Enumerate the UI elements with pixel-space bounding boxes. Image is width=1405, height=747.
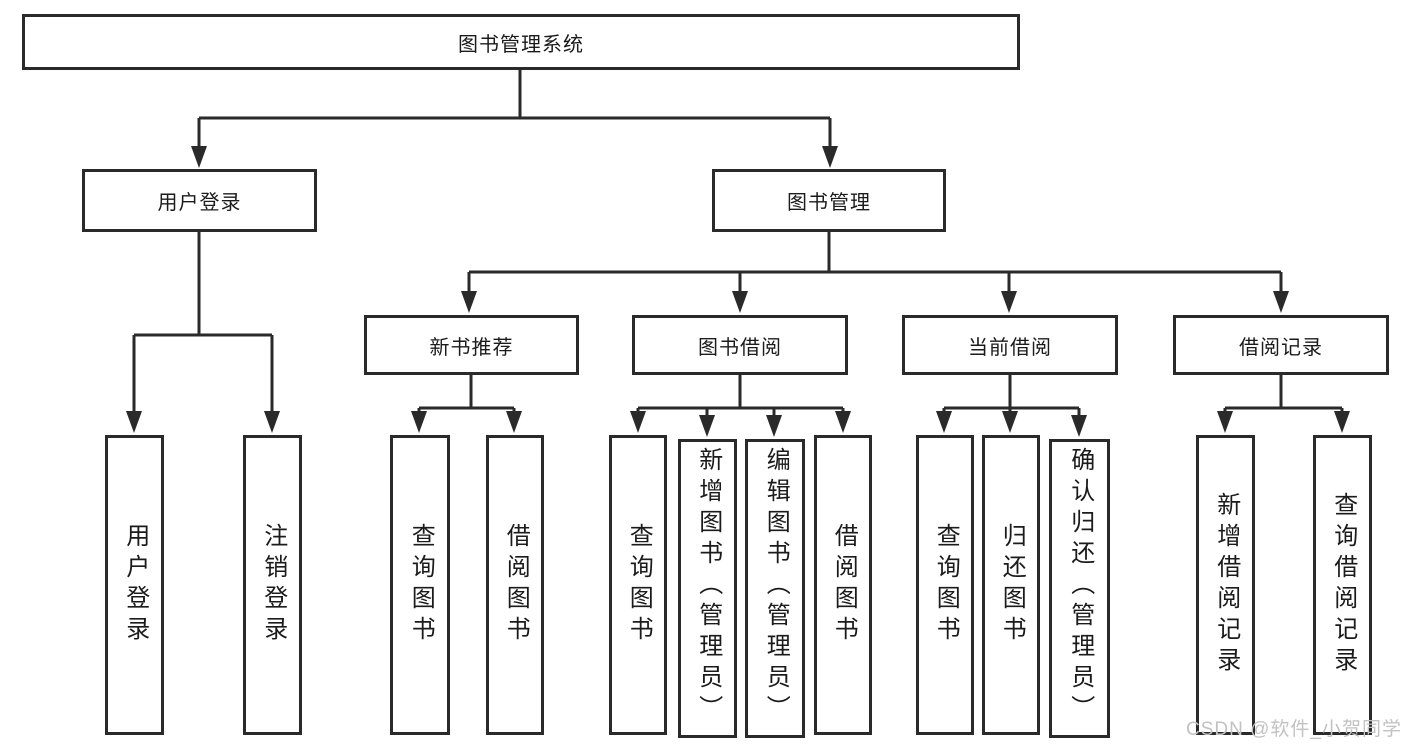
csdn-watermark: CSDN @软件_小贺同学 (1186, 719, 1402, 740)
node-root: 图书管理系统 (22, 14, 1020, 70)
leaf-label: 查询图书 (625, 523, 653, 647)
leaf-add-books-admin: 新增图书（管理员） (678, 439, 737, 738)
leaf-add-borrow-record: 新增借阅记录 (1196, 435, 1255, 735)
node-book-borrow: 图书借阅 (632, 315, 848, 375)
leaf-user-login: 用户登录 (105, 435, 164, 735)
leaf-label: 新增借阅记录 (1212, 492, 1240, 678)
node-label: 用户登录 (157, 192, 242, 214)
node-current-borrow: 当前借阅 (902, 315, 1118, 375)
node-borrow-records: 借阅记录 (1173, 315, 1389, 375)
node-label: 图书管理 (787, 192, 871, 214)
node-root-label: 图书管理系统 (458, 33, 584, 56)
leaf-query-books-3: 查询图书 (916, 435, 974, 735)
leaf-label: 查询图书 (932, 523, 960, 647)
leaf-label: 归还图书 (998, 523, 1026, 647)
leaf-query-books-1: 查询图书 (390, 435, 450, 735)
node-label: 图书借阅 (698, 336, 782, 359)
node-book-management-branch: 图书管理 (712, 169, 946, 232)
leaf-label: 注销登录 (259, 523, 287, 647)
leaf-label: 借阅图书 (502, 523, 530, 647)
leaf-label: 新增图书（管理员） (694, 447, 722, 726)
leaf-label: 查询图书 (407, 523, 435, 647)
leaf-logout: 注销登录 (243, 435, 302, 735)
leaf-label: 确认归还（管理员） (1066, 447, 1094, 726)
leaf-query-borrow-record: 查询借阅记录 (1313, 435, 1372, 735)
leaf-label: 查询借阅记录 (1329, 492, 1357, 678)
leaf-label: 编辑图书（管理员） (762, 447, 790, 726)
node-new-book-recommend: 新书推荐 (364, 315, 579, 375)
node-label: 新书推荐 (429, 336, 514, 359)
leaf-label: 用户登录 (121, 523, 149, 647)
leaf-return-books: 归还图书 (982, 435, 1040, 735)
node-user-login-branch: 用户登录 (82, 169, 317, 232)
leaf-confirm-return-admin: 确认归还（管理员） (1049, 439, 1110, 738)
leaf-borrow-books-1: 借阅图书 (486, 435, 544, 735)
leaf-query-books-2: 查询图书 (609, 435, 667, 735)
node-label: 借阅记录 (1239, 336, 1323, 359)
leaf-edit-books-admin: 编辑图书（管理员） (745, 439, 805, 738)
leaf-borrow-books-2: 借阅图书 (814, 435, 872, 735)
leaf-label: 借阅图书 (830, 523, 858, 647)
node-label: 当前借阅 (968, 336, 1052, 359)
